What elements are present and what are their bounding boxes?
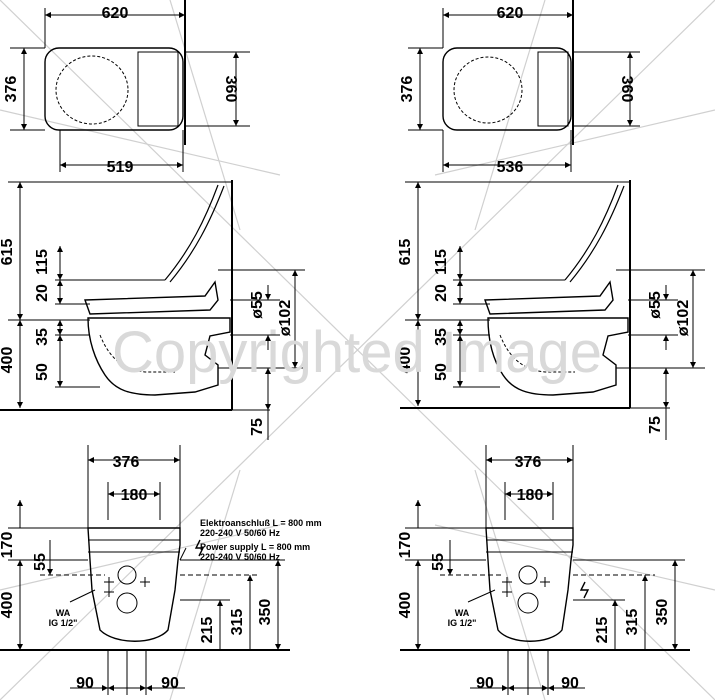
right-side-d55-label: ø55 (647, 291, 664, 319)
left-front-215-label: 215 (199, 617, 216, 644)
right-side-d102-label: ø102 (675, 300, 692, 337)
left-wa-line1: WA (56, 608, 71, 618)
note-en-line2: 220-240 V 50/60 Hz (200, 552, 281, 562)
right-front-376-label: 376 (515, 454, 542, 471)
left-wa-line2: IG 1/2" (49, 618, 78, 628)
left-top-seat-width-label: 519 (107, 159, 134, 176)
right-side-115-label: 115 (433, 249, 450, 275)
left-front-90a-label: 90 (76, 675, 94, 692)
left-top-width-label: 620 (102, 5, 129, 22)
left-top-inner-depth-label: 360 (222, 76, 239, 103)
right-top-inner-depth-label: 360 (618, 76, 635, 103)
right-front-215-label: 215 (594, 617, 611, 644)
left-side-35-label: 35 (34, 328, 51, 346)
note-en-line1: Power supply L = 800 mm (200, 542, 310, 552)
left-top-view (10, 0, 250, 172)
note-de-line2: 220-240 V 50/60 Hz (200, 528, 281, 538)
left-front-55-label: 55 (32, 553, 49, 571)
left-front-315-label: 315 (229, 609, 246, 636)
left-front-view (0, 445, 290, 695)
left-side-75-label: 75 (249, 418, 266, 436)
left-side-115-label: 115 (34, 249, 51, 275)
left-front-180-label: 180 (121, 487, 148, 504)
right-front-90b-label: 90 (561, 675, 579, 692)
right-top-seat-width-label: 536 (497, 159, 524, 176)
left-side-d55-label: ø55 (249, 291, 266, 319)
right-front-350-label: 350 (654, 599, 671, 626)
right-wa-line1: WA (455, 608, 470, 618)
watermark-text: Copyrighted Image (112, 320, 602, 385)
right-side-view (400, 180, 705, 440)
left-front-90b-label: 90 (161, 675, 179, 692)
right-front-90a-label: 90 (476, 675, 494, 692)
right-front-315-label: 315 (624, 609, 641, 636)
right-side-50-label: 50 (433, 363, 450, 381)
left-side-615-label: 615 (0, 239, 16, 266)
right-wa-line2: IG 1/2" (448, 618, 477, 628)
left-front-170-label: 170 (0, 532, 16, 559)
right-side-20-label: 20 (433, 284, 450, 302)
left-side-d102-label: ø102 (277, 300, 294, 337)
right-front-400-label: 400 (397, 592, 414, 619)
left-side-50-label: 50 (34, 363, 51, 381)
note-de-line1: Elektroanschluß L = 800 mm (200, 518, 322, 528)
right-top-view (408, 0, 640, 172)
right-side-400-label: 400 (397, 347, 414, 374)
right-front-180-label: 180 (517, 487, 544, 504)
right-side-615-label: 615 (397, 239, 414, 266)
right-front-view (400, 445, 690, 695)
right-side-35-label: 35 (433, 328, 450, 346)
left-side-view (0, 180, 305, 440)
right-top-depth-label: 376 (399, 76, 416, 103)
left-front-350-label: 350 (257, 599, 274, 626)
right-top-width-label: 620 (497, 5, 524, 22)
left-front-400-label: 400 (0, 592, 16, 619)
right-front-55-label: 55 (430, 553, 447, 571)
right-front-170-label: 170 (397, 532, 414, 559)
left-top-depth-label: 376 (3, 76, 20, 103)
left-side-20-label: 20 (34, 284, 51, 302)
right-side-75-label: 75 (647, 416, 664, 434)
left-side-400-label: 400 (0, 347, 16, 374)
left-front-376-label: 376 (113, 454, 140, 471)
